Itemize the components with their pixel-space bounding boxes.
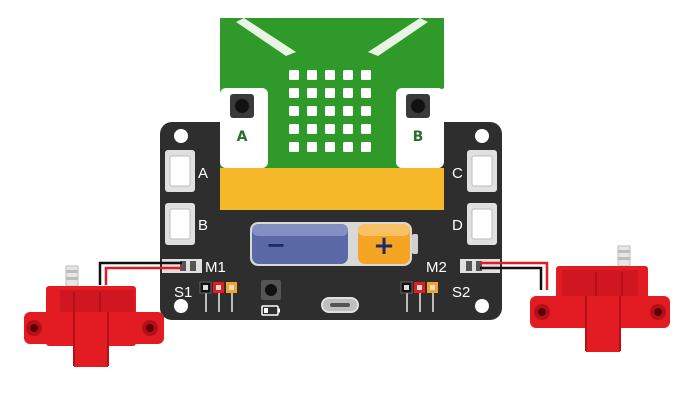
led-1-4	[361, 88, 371, 98]
led-2-0	[289, 106, 299, 116]
edge-connector	[220, 168, 444, 210]
port-a-connector[interactable]	[165, 150, 195, 192]
wire-m1	[98, 261, 182, 285]
wire-m2	[480, 261, 549, 290]
button-a-label: A	[237, 129, 248, 145]
corner-stripe-left	[236, 18, 296, 56]
led-0-2	[325, 70, 335, 80]
geared-motor-right	[530, 245, 670, 352]
button-b-label: B	[413, 129, 424, 145]
mount-hole-top-left	[174, 129, 188, 143]
port-c-connector[interactable]	[467, 150, 497, 192]
led-3-0	[289, 124, 299, 134]
mount-hole-top-right	[475, 129, 489, 143]
corner-stripe-right	[368, 18, 428, 56]
led-0-4	[361, 70, 371, 80]
led-4-4	[361, 142, 371, 152]
led-2-3	[343, 106, 353, 116]
geared-motor-left	[24, 265, 164, 367]
led-3-3	[343, 124, 353, 134]
led-4-1	[307, 142, 317, 152]
led-4-2	[325, 142, 335, 152]
motor-header-m2[interactable]	[460, 259, 500, 273]
port-a-label: A	[198, 165, 208, 182]
button-b[interactable]	[406, 94, 430, 118]
reset-button[interactable]	[261, 280, 281, 300]
port-d-connector[interactable]	[467, 203, 497, 245]
motor-header-m1[interactable]	[162, 259, 202, 273]
led-2-4	[361, 106, 371, 116]
led-3-4	[361, 124, 371, 134]
port-d-label: D	[452, 217, 463, 234]
battery: − +	[250, 222, 418, 266]
led-1-0	[289, 88, 299, 98]
led-2-2	[325, 106, 335, 116]
led-2-1	[307, 106, 317, 116]
servo-s2-label: S2	[452, 284, 470, 301]
battery-plus-sign: +	[373, 231, 395, 261]
led-1-1	[307, 88, 317, 98]
led-4-0	[289, 142, 299, 152]
servo-s1-label: S1	[174, 284, 192, 301]
led-matrix	[289, 70, 371, 152]
led-1-3	[343, 88, 353, 98]
servo-header-s2[interactable]	[400, 281, 438, 312]
led-0-1	[307, 70, 317, 80]
led-3-1	[307, 124, 317, 134]
led-3-2	[325, 124, 335, 134]
led-4-3	[343, 142, 353, 152]
button-a[interactable]	[230, 94, 254, 118]
usb-c-port[interactable]	[321, 297, 359, 313]
led-0-0	[289, 70, 299, 80]
mount-hole-bottom-right	[475, 299, 489, 313]
led-1-2	[325, 88, 335, 98]
led-0-3	[343, 70, 353, 80]
motor-m2-label: M2	[426, 259, 447, 276]
port-b-connector[interactable]	[165, 203, 195, 245]
port-b-label: B	[198, 217, 208, 234]
motor-m1-label: M1	[205, 259, 226, 276]
battery-level-icon	[261, 305, 280, 316]
battery-minus-sign: −	[266, 231, 286, 259]
servo-header-s1[interactable]	[199, 281, 237, 312]
port-c-label: C	[452, 165, 463, 182]
microbit: A B	[220, 18, 444, 210]
mount-hole-bottom-left	[174, 299, 188, 313]
